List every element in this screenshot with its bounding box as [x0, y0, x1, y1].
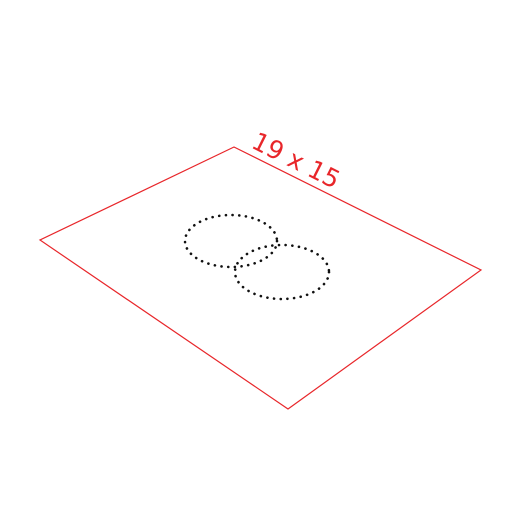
plate-outline [38, 146, 483, 410]
hole-circle-right [233, 243, 331, 301]
hole-circle-left [183, 213, 279, 269]
